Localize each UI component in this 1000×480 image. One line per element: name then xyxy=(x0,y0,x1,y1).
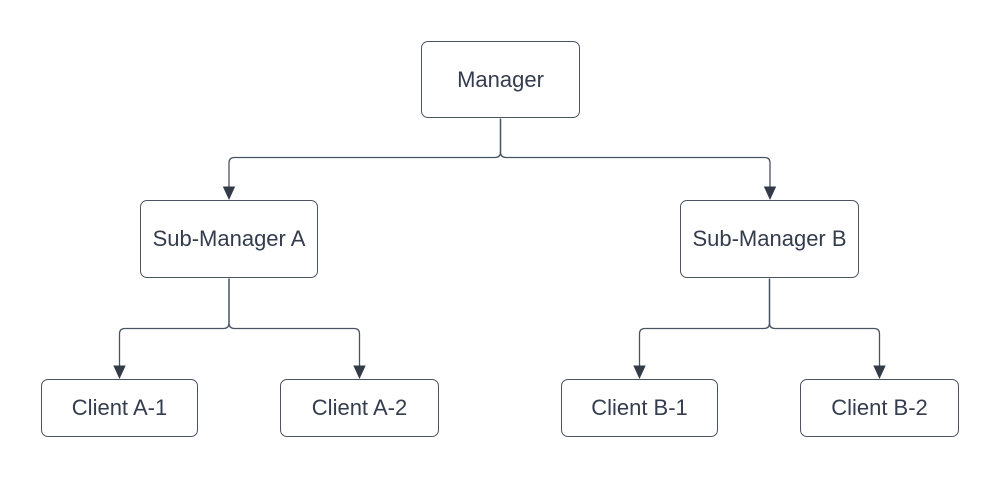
node-manager[interactable]: Manager xyxy=(421,41,580,118)
node-client-b2[interactable]: Client B-2 xyxy=(800,379,959,437)
node-client-b1[interactable]: Client B-1 xyxy=(561,379,718,437)
node-client-a1[interactable]: Client A-1 xyxy=(41,379,198,437)
edge-sub-manager-a-to-client-a2 xyxy=(228,278,361,367)
arrowhead-sub-manager-a xyxy=(222,186,236,200)
node-sub-manager-b-label: Sub-Manager B xyxy=(692,226,847,251)
arrowhead-sub-manager-b xyxy=(763,186,777,200)
node-client-b1-label: Client B-1 xyxy=(591,395,688,420)
edge-manager-to-sub-manager-b xyxy=(499,118,771,188)
node-manager-label: Manager xyxy=(457,66,544,92)
edge-sub-manager-a-to-client-a1 xyxy=(118,278,230,367)
node-client-a2-label: Client A-2 xyxy=(311,395,408,420)
arrowhead-client-a1 xyxy=(113,365,126,379)
node-sub-manager-b[interactable]: Sub-Manager B xyxy=(680,200,859,278)
node-client-b2-label: Client B-2 xyxy=(831,395,928,420)
node-sub-manager-a[interactable]: Sub-Manager A xyxy=(140,200,318,278)
arrowhead-client-b2 xyxy=(873,365,886,379)
arrowhead-client-b1 xyxy=(633,365,646,379)
arrowhead-client-a2 xyxy=(353,365,366,379)
edge-sub-manager-b-to-client-b1 xyxy=(638,278,771,367)
node-sub-manager-a-label: Sub-Manager A xyxy=(152,226,306,251)
edge-sub-manager-b-to-client-b2 xyxy=(768,278,881,367)
node-client-a1-label: Client A-1 xyxy=(71,395,168,420)
edge-manager-to-sub-manager-a xyxy=(228,118,502,188)
node-client-a2[interactable]: Client A-2 xyxy=(280,379,439,437)
